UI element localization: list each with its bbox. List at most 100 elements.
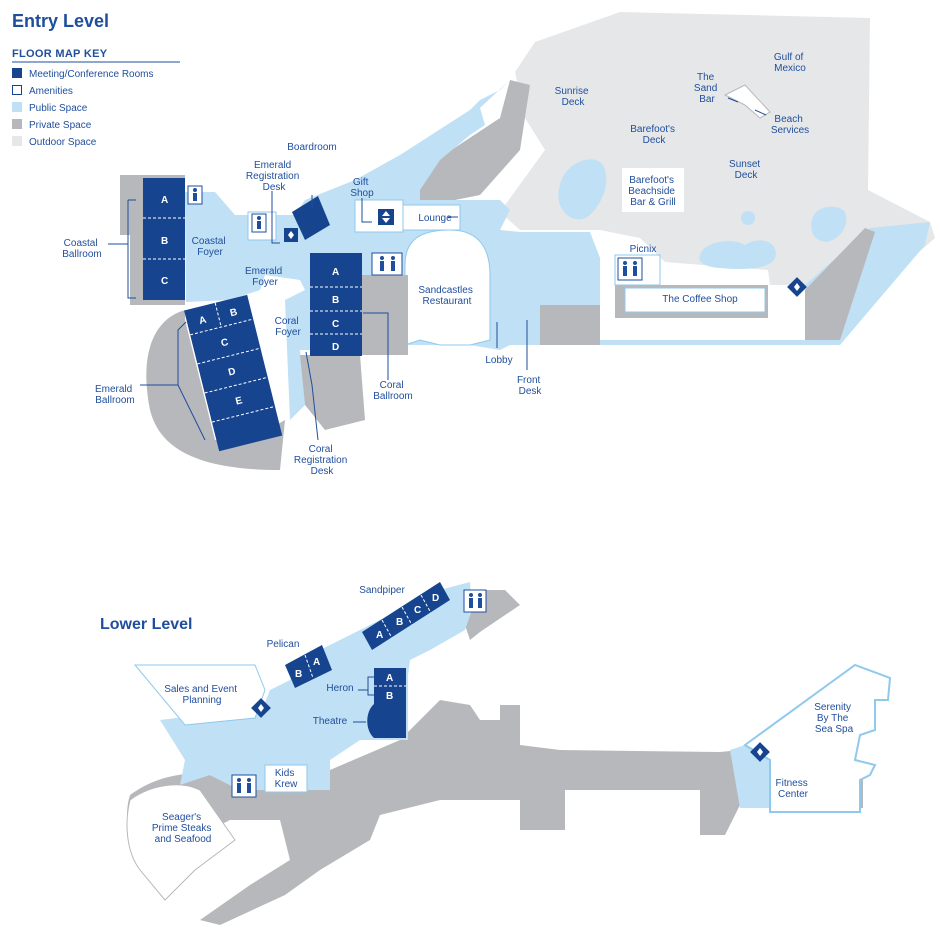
- key-swatch-amenities: [12, 85, 22, 95]
- label-barefoots-beachside-bar-grill[interactable]: Barefoot's Beachside Bar & Grill: [628, 175, 677, 208]
- label-barefoots-deck[interactable]: Barefoot's Deck: [630, 124, 678, 146]
- seagers-restaurant-box: [126, 784, 236, 901]
- emerald-room-a[interactable]: A: [198, 315, 208, 327]
- heron-room-a[interactable]: A: [386, 673, 393, 684]
- pool-small-1: [741, 211, 755, 225]
- coral-room-b[interactable]: B: [332, 295, 339, 306]
- sandpiper-room-a[interactable]: A: [376, 630, 383, 641]
- coastal-room-a[interactable]: A: [161, 195, 168, 206]
- label-coral-registration-desk: Coral Registration Desk: [294, 444, 350, 477]
- heron-room-b[interactable]: B: [386, 691, 393, 702]
- pool-left: [558, 159, 607, 220]
- emerald-room-e[interactable]: E: [234, 395, 243, 407]
- pool-right: [699, 240, 776, 269]
- label-emerald-foyer: Emerald Foyer: [245, 266, 285, 288]
- elevator-icon: [750, 742, 770, 762]
- restroom-icon: [617, 257, 643, 281]
- private-coral-right: [362, 275, 408, 355]
- label-emerald-registration-desk: Emerald Registration Desk: [246, 160, 302, 193]
- coastal-ballroom-block: [143, 178, 185, 300]
- key-swatch-public: [12, 102, 22, 112]
- heron-rooms: A B: [374, 668, 406, 704]
- key-swatch-meeting: [12, 68, 22, 78]
- label-fitness-center[interactable]: Fitness Center: [775, 778, 810, 800]
- label-emerald-ballroom[interactable]: Emerald Ballroom: [95, 384, 135, 406]
- label-lounge[interactable]: Lounge: [418, 213, 452, 224]
- restroom-icon: [231, 774, 257, 798]
- label-coastal-foyer: Coastal Foyer: [192, 236, 229, 258]
- label-gift-shop[interactable]: Gift Shop: [350, 177, 374, 199]
- label-coral-foyer: Coral Foyer: [275, 316, 302, 338]
- pelican-room-b[interactable]: B: [295, 669, 302, 680]
- coastal-room-b[interactable]: B: [161, 236, 168, 247]
- label-lobby[interactable]: Lobby: [485, 355, 512, 366]
- label-sandpiper[interactable]: Sandpiper: [359, 585, 405, 596]
- key-label-private: Private Space: [29, 120, 92, 131]
- sand-bar-walkway: [723, 84, 771, 119]
- restroom-icon: [187, 185, 203, 205]
- elevator-icon: [378, 209, 394, 225]
- sandpiper-room-b[interactable]: B: [396, 617, 403, 628]
- entry-level-title: Entry Level: [12, 11, 109, 31]
- sandcastles-restaurant: [404, 229, 491, 346]
- emerald-room-b[interactable]: B: [229, 307, 239, 319]
- floor-map-key: FLOOR MAP KEY Meeting/Conference Rooms A…: [12, 48, 180, 148]
- sandpiper-room-c[interactable]: C: [414, 605, 421, 616]
- label-coral-ballroom[interactable]: Coral Ballroom: [373, 380, 412, 402]
- emerald-ballroom: A B C D E: [184, 294, 283, 452]
- label-coastal-ballroom[interactable]: Coastal Ballroom: [62, 238, 101, 260]
- kids-krew-box: [264, 764, 308, 793]
- label-sandcastles-restaurant[interactable]: Sandcastles Restaurant: [418, 285, 475, 307]
- label-serenity-spa[interactable]: Serenity By The Sea Spa: [814, 702, 853, 735]
- emerald-room-d[interactable]: D: [227, 366, 237, 378]
- label-sunrise-deck[interactable]: Sunrise Deck: [555, 86, 592, 108]
- key-swatch-outdoor: [12, 136, 22, 146]
- private-lower-main: [127, 700, 740, 925]
- label-theatre[interactable]: Theatre: [313, 716, 348, 727]
- emerald-room-c[interactable]: C: [220, 337, 230, 349]
- sandpiper-block: [362, 582, 450, 650]
- key-label-meeting: Meeting/Conference Rooms: [29, 69, 154, 80]
- label-the-sand-bar[interactable]: The Sand Bar: [694, 72, 720, 105]
- restroom-icon: [251, 213, 267, 233]
- key-label-outdoor: Outdoor Space: [29, 137, 97, 148]
- pool-small-2: [811, 206, 847, 242]
- coastal-ballroom: A B C: [143, 178, 185, 300]
- coral-room-c[interactable]: C: [332, 319, 339, 330]
- key-label-public: Public Space: [29, 103, 88, 114]
- coral-room-d[interactable]: D: [332, 342, 339, 353]
- label-beach-services[interactable]: Beach Services: [771, 114, 809, 136]
- label-front-desk[interactable]: Front Desk: [517, 375, 543, 397]
- coral-ballroom: A B C D: [310, 253, 362, 356]
- label-boardroom[interactable]: Boardroom: [287, 142, 336, 153]
- label-seagers[interactable]: Seager's Prime Steaks and Seafood: [152, 812, 214, 845]
- elevator-icon: [251, 698, 271, 718]
- key-swatch-private: [12, 119, 22, 129]
- coral-room-a[interactable]: A: [332, 267, 339, 278]
- emerald-ballroom-block: [184, 294, 283, 452]
- coffee-shop-box: [624, 287, 766, 313]
- theatre-block[interactable]: [367, 704, 406, 738]
- label-heron[interactable]: Heron: [326, 683, 353, 694]
- label-picnix[interactable]: Picnix: [630, 244, 657, 255]
- sandpiper-rooms: A B C D: [362, 582, 450, 650]
- serenity-spa-box: [743, 663, 892, 813]
- pelican-rooms: B A: [285, 645, 332, 688]
- pelican-room-a[interactable]: A: [313, 657, 320, 668]
- boardroom-block[interactable]: [292, 196, 330, 240]
- label-kids-krew[interactable]: Kids Krew: [275, 768, 299, 790]
- private-lobby-right: [540, 305, 600, 345]
- key-label-amenities: Amenities: [29, 86, 73, 97]
- sandpiper-room-d[interactable]: D: [432, 593, 439, 604]
- label-pelican[interactable]: Pelican: [267, 639, 300, 650]
- key-heading: FLOOR MAP KEY: [12, 48, 108, 60]
- label-sunset-deck[interactable]: Sunset Deck: [729, 159, 763, 181]
- coastal-room-c[interactable]: C: [161, 276, 168, 287]
- label-coffee-shop[interactable]: The Coffee Shop: [662, 294, 738, 305]
- private-emerald-south: [146, 310, 285, 470]
- elevator-icon: [787, 277, 807, 297]
- label-gulf-of-mexico: Gulf of Mexico: [774, 52, 806, 74]
- restroom-icon: [463, 589, 487, 613]
- label-sales-event-planning[interactable]: Sales and Event Planning: [164, 684, 240, 706]
